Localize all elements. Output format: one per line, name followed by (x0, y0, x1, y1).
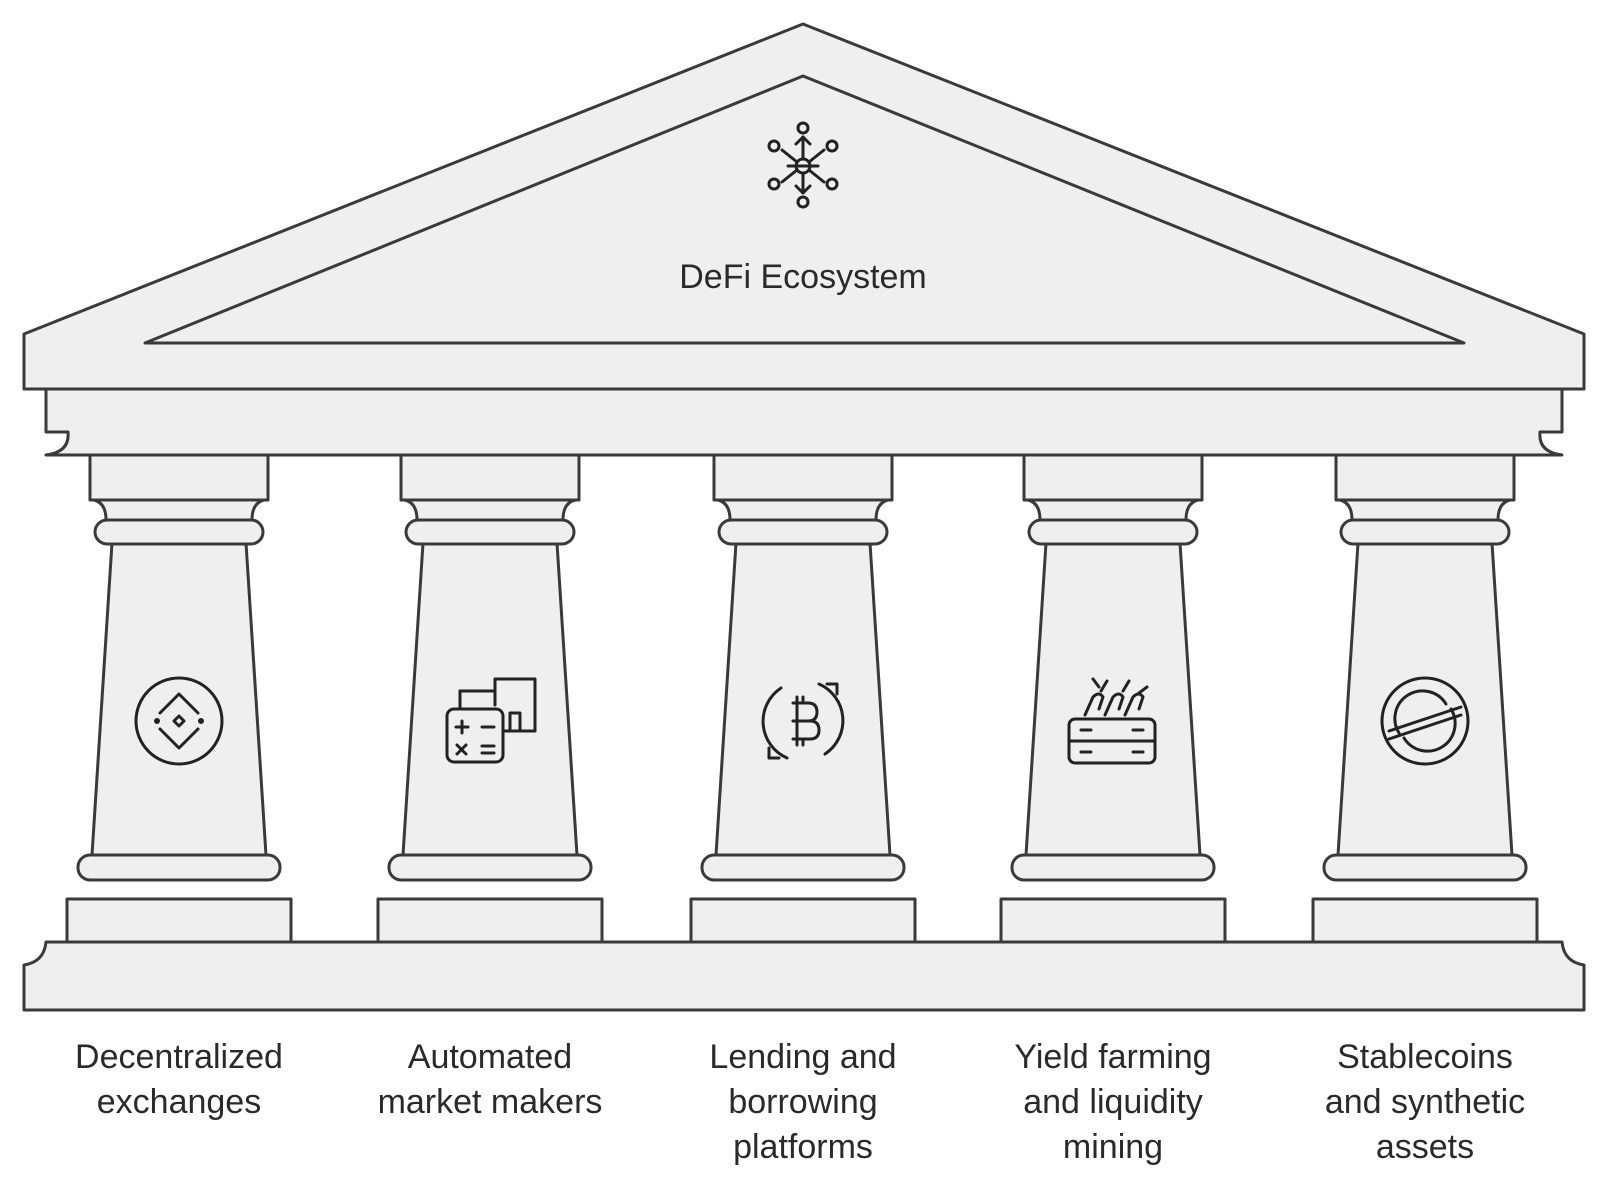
column-capital (88, 453, 270, 502)
calculator-documents-icon (445, 677, 537, 764)
pillar-label-line: and synthetic (1325, 1083, 1525, 1121)
pillar-label-line: Lending and (709, 1038, 896, 1076)
pillar-label-line: Automated (408, 1038, 572, 1076)
entablature (44, 387, 1564, 457)
column-5 (1311, 453, 1539, 944)
pillar-label-3: Lending and borrowing platforms (709, 1038, 896, 1166)
column-lower-ring (387, 853, 593, 882)
pillar-label-1: Decentralized exchanges (75, 1038, 283, 1121)
diagram-title: DeFi Ecosystem (679, 258, 927, 296)
column-plinth (376, 897, 604, 944)
roof-inner-triangle (143, 74, 1466, 345)
column-lower-ring (1010, 853, 1216, 882)
pillar-label-line: mining (1063, 1128, 1163, 1166)
column-capital (399, 453, 581, 502)
column-4 (999, 453, 1227, 944)
column-capital (1022, 453, 1204, 502)
diamond-coin-icon (134, 676, 224, 766)
column-shaft (1336, 541, 1514, 857)
column-plinth (1311, 897, 1539, 944)
column-plinth (999, 897, 1227, 944)
column-neck (92, 498, 266, 522)
columns (65, 453, 1539, 944)
column-plinth (65, 897, 293, 944)
network-hub-icon (767, 121, 839, 209)
column-upper-ring (93, 518, 265, 546)
column-neck (716, 498, 890, 522)
pillar-label-5: Stablecoins and synthetic assets (1325, 1038, 1525, 1166)
pillar-label-line: Yield farming (1014, 1038, 1211, 1076)
pillar-label-line: borrowing (728, 1083, 877, 1121)
column-lower-ring (76, 853, 282, 882)
pillar-label-line: market makers (378, 1083, 603, 1121)
column-upper-ring (1339, 518, 1511, 546)
column-capital (1334, 453, 1516, 502)
crate-harvest-icon (1067, 677, 1157, 765)
pillar-label-line: exchanges (97, 1083, 261, 1121)
pillar-label-line: Stablecoins (1337, 1038, 1513, 1076)
stellar-coin-icon (1380, 676, 1470, 766)
column-neck (403, 498, 577, 522)
column-neck (1026, 498, 1200, 522)
column-lower-ring (1322, 853, 1528, 882)
column-neck (1338, 498, 1512, 522)
column-shaft (401, 541, 579, 857)
column-plinth (689, 897, 917, 944)
pillar-label-2: Automated market makers (378, 1038, 603, 1121)
pillar-label-line: and liquidity (1023, 1083, 1203, 1121)
column-upper-ring (717, 518, 889, 546)
column-shaft (90, 541, 268, 857)
column-upper-ring (1027, 518, 1199, 546)
column-upper-ring (404, 518, 576, 546)
column-1 (65, 453, 293, 944)
bitcoin-cycle-icon (761, 682, 845, 760)
pillar-label-4: Yield farming and liquidity mining (1014, 1038, 1211, 1166)
pillar-label-line: platforms (733, 1128, 873, 1166)
column-2 (376, 453, 604, 944)
column-lower-ring (700, 853, 906, 882)
pillar-labels: Decentralized exchanges Automated market ma… (75, 1038, 1525, 1166)
pillar-label-line: Decentralized (75, 1038, 283, 1076)
pillar-label-line: assets (1376, 1128, 1474, 1166)
column-capital (712, 453, 894, 502)
temple-base (22, 940, 1586, 1012)
